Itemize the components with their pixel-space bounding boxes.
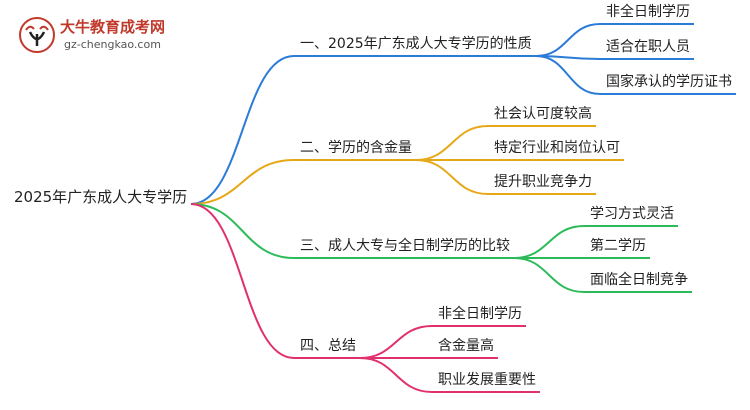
leaf-link-2-0 <box>513 225 585 259</box>
leaf-industry-recognition: 特定行业和岗位认可 <box>494 140 620 156</box>
root-link-2 <box>190 203 295 259</box>
branch-value: 二、学历的含金量 <box>300 140 412 156</box>
leaf-social-recognition: 社会认可度较高 <box>494 106 592 122</box>
leaf-fulltime-competition: 面临全日制竞争 <box>590 272 688 288</box>
leaf-link-1-0 <box>415 125 489 161</box>
root-link-0 <box>190 55 295 205</box>
leaf-summary-career-importance: 职业发展重要性 <box>438 372 536 388</box>
leaf-link-1-2 <box>415 159 489 195</box>
root-link-1 <box>190 159 295 205</box>
leaf-summary-non-fulltime: 非全日制学历 <box>438 306 522 322</box>
leaf-link-3-0 <box>359 325 433 359</box>
branch-comparison: 三、成人大专与全日制学历的比较 <box>300 238 510 254</box>
leaf-link-2-2 <box>513 257 585 293</box>
branch-summary: 四、总结 <box>300 338 356 354</box>
leaf-state-recognized-certificate: 国家承认的学历证书 <box>606 74 732 90</box>
leaf-link-0-0 <box>535 23 601 57</box>
root-link-3 <box>190 203 295 359</box>
bull-logo-icon <box>19 17 55 53</box>
leaf-second-degree: 第二学历 <box>590 238 646 254</box>
leaf-link-0-2 <box>535 55 601 95</box>
leaf-working-people: 适合在职人员 <box>606 39 690 55</box>
leaf-non-fulltime: 非全日制学历 <box>606 4 690 20</box>
branch-nature: 一、2025年广东成人大专学历的性质 <box>300 36 532 52</box>
root-topic: 2025年广东成人大专学历 <box>14 188 188 206</box>
logo-url: gz-chengkao.com <box>64 38 161 51</box>
leaf-flexible-study: 学习方式灵活 <box>590 206 674 222</box>
brand-logo: 大牛教育成考网 gz-chengkao.com <box>18 14 228 60</box>
leaf-summary-high-value: 含金量高 <box>438 338 494 354</box>
leaf-link-3-2 <box>359 357 433 393</box>
leaf-career-competitiveness: 提升职业竞争力 <box>494 174 592 190</box>
logo-title: 大牛教育成考网 <box>60 18 166 36</box>
